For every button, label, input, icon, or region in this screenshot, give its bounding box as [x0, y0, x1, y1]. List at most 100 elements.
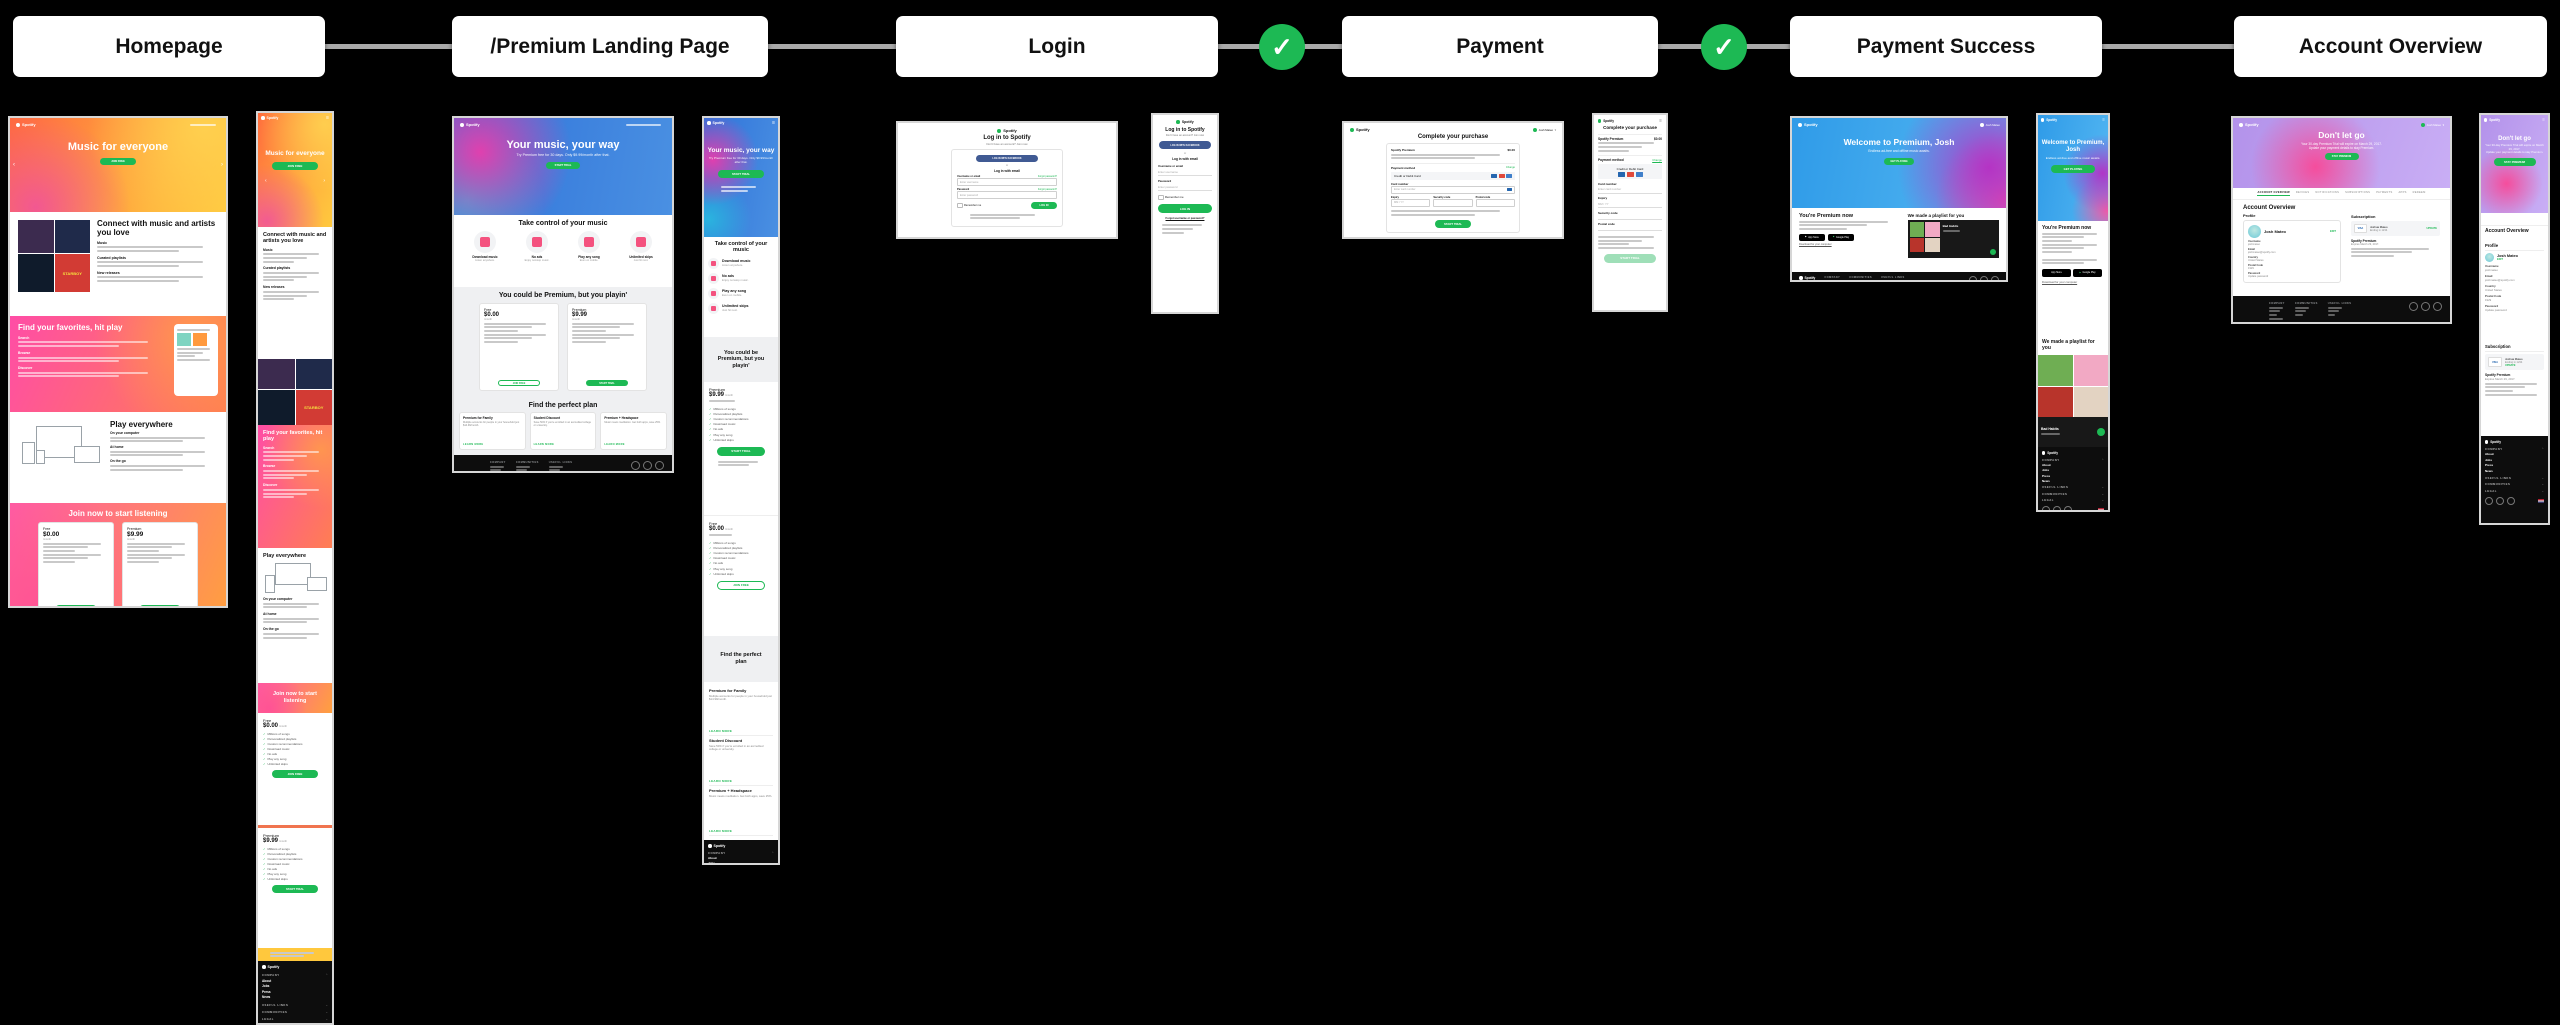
plan-name: Free	[709, 521, 718, 526]
field-value: joshmateo	[2248, 243, 2260, 246]
footer-column-title: COMMUNITIES	[2294, 302, 2318, 305]
success-hero: Spotify ☰ Welcome to Premium, Josh Endle…	[2038, 115, 2108, 221]
forgot-link: Forgot username or password?	[1165, 216, 1205, 220]
forgot-password-link: Forgot password?	[1037, 175, 1057, 178]
text-line	[1849, 281, 1861, 282]
flow-node-login[interactable]: Login	[896, 16, 1218, 77]
hero-subtitle: Try Premium free for 30 days. Only $9.99…	[708, 156, 774, 165]
caret-down-icon: ▾	[1554, 127, 1556, 132]
edit-link: EDIT	[2497, 258, 2503, 261]
profile-field: Password Update password	[2485, 304, 2544, 312]
subscription-title: Subscription	[2485, 344, 2544, 352]
login-page: Spotify Log in to Spotify Don't have an …	[898, 123, 1116, 237]
facebook-icon	[2064, 506, 2072, 510]
hero-title: Don't let go	[2318, 130, 2365, 140]
plan-offer-card: Student Discount Save 50% if you're enro…	[529, 412, 597, 450]
footer-column-title: COMMUNITIES	[515, 461, 539, 464]
play-everywhere-section: Play everywhere On your computer At home…	[258, 548, 332, 683]
payment-success-mobile-screenshot[interactable]: Spotify ☰ Welcome to Premium, Josh Endle…	[2036, 113, 2110, 512]
spotify-logo: Spotify	[1799, 276, 1815, 280]
paragraph	[18, 370, 166, 379]
feature-row: ✓Millions of songs	[709, 406, 736, 411]
text-line	[1942, 229, 1961, 232]
homepage-desktop-screenshot[interactable]: Spotify Music for everyone JOIN FREE ‹ ›…	[8, 116, 228, 608]
section-title: Join now to start listening	[68, 509, 168, 518]
benefit-sub: Enjoy nonstop music.	[722, 278, 749, 283]
text-line	[270, 955, 304, 958]
login-desktop-screenshot[interactable]: Spotify Log in to Spotify Don't have an …	[896, 121, 1118, 239]
footer-link: News	[2042, 478, 2050, 483]
summary-price: $0.00	[1654, 136, 1662, 141]
benefit-icon	[630, 231, 652, 253]
flow-node-homepage[interactable]: Homepage	[13, 16, 325, 77]
success-check-badge: ✓	[1259, 24, 1305, 70]
subscription-expiry: Expires March 29, 2017.	[2485, 377, 2516, 381]
text-line	[43, 546, 88, 549]
learn-more-link: LEARN MORE	[709, 829, 733, 833]
text-line	[2042, 236, 2085, 239]
login-mobile-screenshot[interactable]: Spotify Log in to Spotify Don't have an …	[1151, 113, 1219, 314]
offer-title: Student Discount	[709, 738, 743, 743]
footer-section: LEGAL	[262, 1017, 274, 1022]
text-line	[2042, 258, 2097, 261]
premium-desktop-screenshot[interactable]: Spotify Your music, your way Try Premium…	[452, 116, 674, 473]
feature-list	[572, 321, 642, 345]
plan-period: /month	[279, 725, 287, 728]
flow-node-account-overview[interactable]: Account Overview	[2234, 16, 2547, 77]
text-line	[718, 460, 759, 463]
flow-node-payment[interactable]: Payment	[1342, 16, 1658, 77]
account-desktop-screenshot[interactable]: Spotify Josh Mateo▾ Don't let go Your 30…	[2231, 116, 2452, 324]
text-line	[2350, 247, 2430, 250]
play-icon: ▶	[1832, 236, 1835, 239]
spotify-logo-icon	[16, 122, 20, 127]
text-line	[572, 326, 620, 329]
text-line	[177, 359, 211, 362]
text-line	[484, 326, 532, 329]
payment-mobile-screenshot[interactable]: Spotify ☰ Complete your purchase Spotify…	[1592, 113, 1668, 312]
account-mobile-screenshot[interactable]: Spotify ☰ Don't let go Your 30-day Premi…	[2479, 113, 2550, 525]
text-line	[18, 360, 119, 363]
download-link: Download for your computer	[1799, 242, 1832, 246]
chevron-down-icon: ⌄	[2101, 498, 2104, 503]
premium-mobile-screenshot[interactable]: Spotify ☰ Your music, your way Try Premi…	[702, 116, 780, 865]
mastercard-icon	[1626, 172, 1634, 177]
text-line	[127, 550, 159, 553]
paragraph	[263, 616, 327, 625]
remember-me-label: Remember me	[964, 204, 982, 207]
amex-icon	[1635, 172, 1643, 177]
spotify-logo: Spotify	[1176, 120, 1194, 124]
chevron-down-icon: ⌄	[2541, 488, 2544, 493]
feature-row: ✓Custom recommendations	[263, 857, 303, 861]
plan-price: $9.99	[572, 312, 588, 318]
visa-icon	[1617, 172, 1625, 177]
homepage-mobile-screenshot[interactable]: Spotify ☰ Music for everyone JOIN FREE ‹…	[256, 111, 334, 1025]
payment-success-desktop-screenshot[interactable]: Spotify Josh Mateo Welcome to Premium, J…	[1790, 116, 2008, 282]
album-art-grid: STARBOY	[18, 220, 90, 292]
usa-flag-icon	[2098, 508, 2104, 510]
text-line	[572, 322, 634, 325]
footer-column-title: USEFUL LINKS	[548, 461, 573, 464]
fine-print	[1391, 209, 1515, 218]
footer-section: LEGAL	[2485, 488, 2497, 493]
spotify-logo: Spotify	[460, 122, 480, 127]
subscription-terms	[2485, 381, 2544, 397]
check-icon: ✓	[709, 545, 712, 550]
paragraph	[263, 289, 327, 302]
flow-node-premium-landing[interactable]: /Premium Landing Page	[452, 16, 768, 77]
feature-row: ✓Download music	[263, 862, 290, 866]
hero-subtitle: Try Premium free for 30 days. Only $9.99…	[516, 153, 610, 158]
check-icon: ✓	[263, 762, 266, 766]
footer-link: Press	[2042, 473, 2051, 478]
spotify-logo-icon	[2485, 440, 2489, 444]
text-line	[1799, 224, 1868, 227]
text-line	[263, 272, 320, 275]
text-line	[97, 246, 204, 249]
footer-column-title: COMMUNITIES	[1849, 276, 1873, 279]
footer-link: About	[262, 978, 272, 983]
flow-node-payment-success[interactable]: Payment Success	[1790, 16, 2102, 77]
payment-desktop-screenshot[interactable]: Spotify Josh Mateo▾ Complete your purcha…	[1342, 121, 1564, 239]
spotify-logo-icon	[707, 121, 711, 125]
chevron-up-icon: ⌃	[325, 973, 328, 977]
